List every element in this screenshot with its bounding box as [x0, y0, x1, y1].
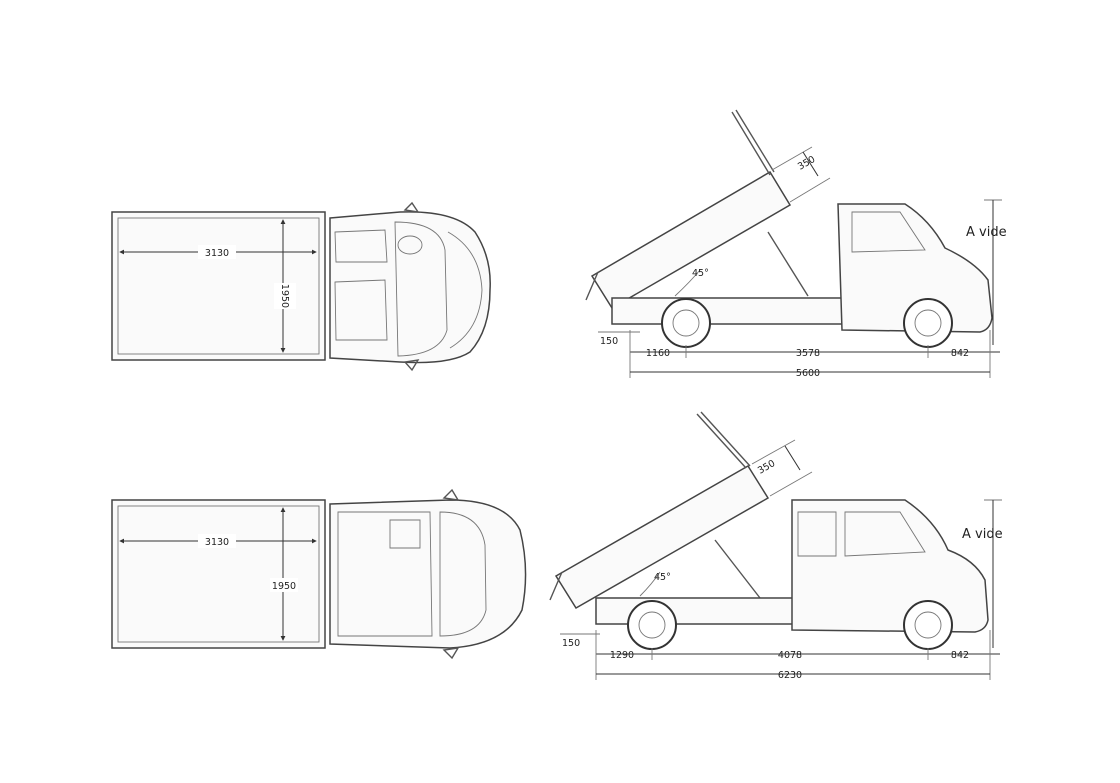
cab-outline [329, 211, 491, 364]
plan-width-label: 1950 [272, 581, 296, 592]
tip-angle-label: 45° [692, 268, 709, 279]
front-overhang-label: 842 [951, 348, 969, 359]
tipper-body-outline [111, 499, 326, 649]
tailgate [696, 413, 747, 469]
overall-length-label: 6230 [778, 670, 802, 681]
plan-length-label: 3130 [205, 537, 229, 548]
mirror-icon [442, 488, 460, 501]
front-wheel [903, 298, 953, 348]
crew-cab-outline [329, 499, 527, 649]
tipped-body [554, 464, 770, 610]
unladen-label: A vide [962, 527, 1003, 542]
rear-step-label: 150 [600, 336, 618, 347]
cab-side [837, 203, 993, 333]
overall-length-label: 5600 [796, 368, 820, 379]
crew-cab-side [791, 499, 989, 633]
unladen-label: A vide [966, 225, 1007, 240]
top-plan-view: 3130 1950 [111, 201, 491, 372]
wheelbase-label: 4078 [778, 650, 802, 661]
rear-wheel [627, 600, 677, 650]
tip-height-label: 350 [756, 458, 777, 477]
bottom-plan-view: 3130 1950 [111, 488, 527, 660]
front-wheel [903, 600, 953, 650]
front-overhang-label: 842 [951, 650, 969, 661]
wheelbase-label: 3578 [796, 348, 820, 359]
plan-width-label: 1950 [279, 284, 290, 308]
rear-wheel [661, 298, 711, 348]
mirror-icon [403, 359, 420, 372]
mirror-icon [403, 201, 420, 213]
bottom-side-view: 350 45° A vide 150 1290 4078 842 6230 [549, 411, 1003, 681]
plan-length-label: 3130 [205, 248, 229, 259]
top-side-view: 350 45° A vide 150 1160 3578 842 5600 [585, 109, 1007, 379]
rear-step-label: 150 [562, 638, 580, 649]
tip-angle-label: 45° [654, 572, 671, 583]
rear-overhang-label: 1160 [646, 348, 670, 359]
mirror-icon [442, 647, 460, 660]
rear-overhang-label: 1290 [610, 650, 634, 661]
tailgate [731, 111, 771, 176]
tipped-body [590, 170, 792, 310]
